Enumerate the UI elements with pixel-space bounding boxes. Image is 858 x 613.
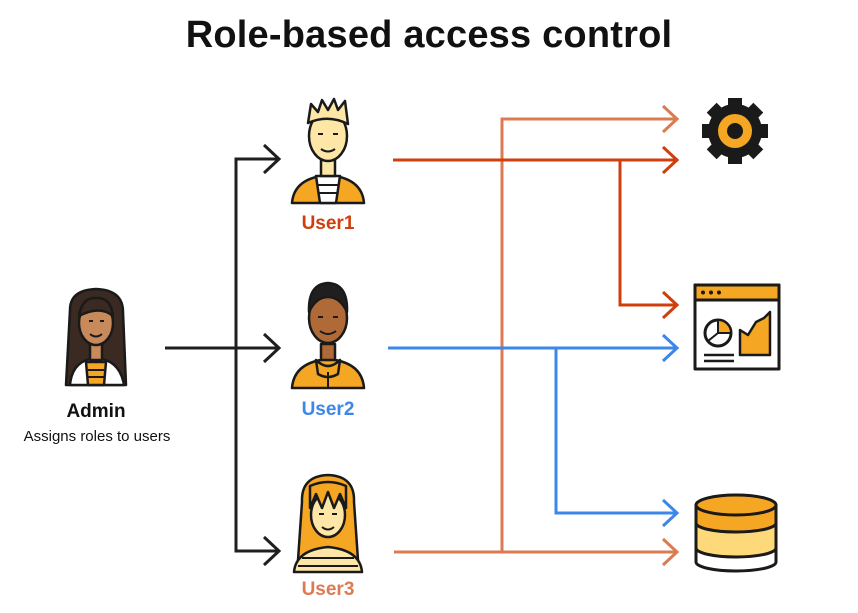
user2-avatar xyxy=(290,281,366,390)
admin-name-label: Admin xyxy=(66,401,126,422)
user1-label: User1 xyxy=(301,213,355,234)
user3-avatar xyxy=(292,473,364,574)
database-icon xyxy=(694,493,778,573)
arrow-user3-gear xyxy=(661,104,680,134)
arrow-user1-gear xyxy=(661,145,680,175)
admin-description-label: Assigns roles to users xyxy=(23,428,171,445)
diagram-title: Role-based access control xyxy=(185,14,673,56)
dashboard-chart-icon xyxy=(693,283,781,371)
admin-connector xyxy=(165,143,282,567)
arrow-user2-database xyxy=(661,498,680,528)
arrow-user2-dashboard xyxy=(661,333,680,363)
user1-avatar xyxy=(290,97,366,205)
arrow-to-user2 xyxy=(262,332,282,364)
gear-icon xyxy=(702,98,768,164)
arrow-user1-dashboard xyxy=(661,290,680,320)
admin-avatar xyxy=(64,287,128,387)
arrow-to-user1 xyxy=(262,143,282,175)
user1-connector xyxy=(393,145,680,320)
arrow-to-user3 xyxy=(262,535,282,567)
user2-label: User2 xyxy=(301,399,355,420)
user3-label: User3 xyxy=(301,579,355,600)
user2-connector xyxy=(388,333,680,528)
user3-connector xyxy=(394,104,680,567)
arrow-user3-database xyxy=(661,537,680,567)
